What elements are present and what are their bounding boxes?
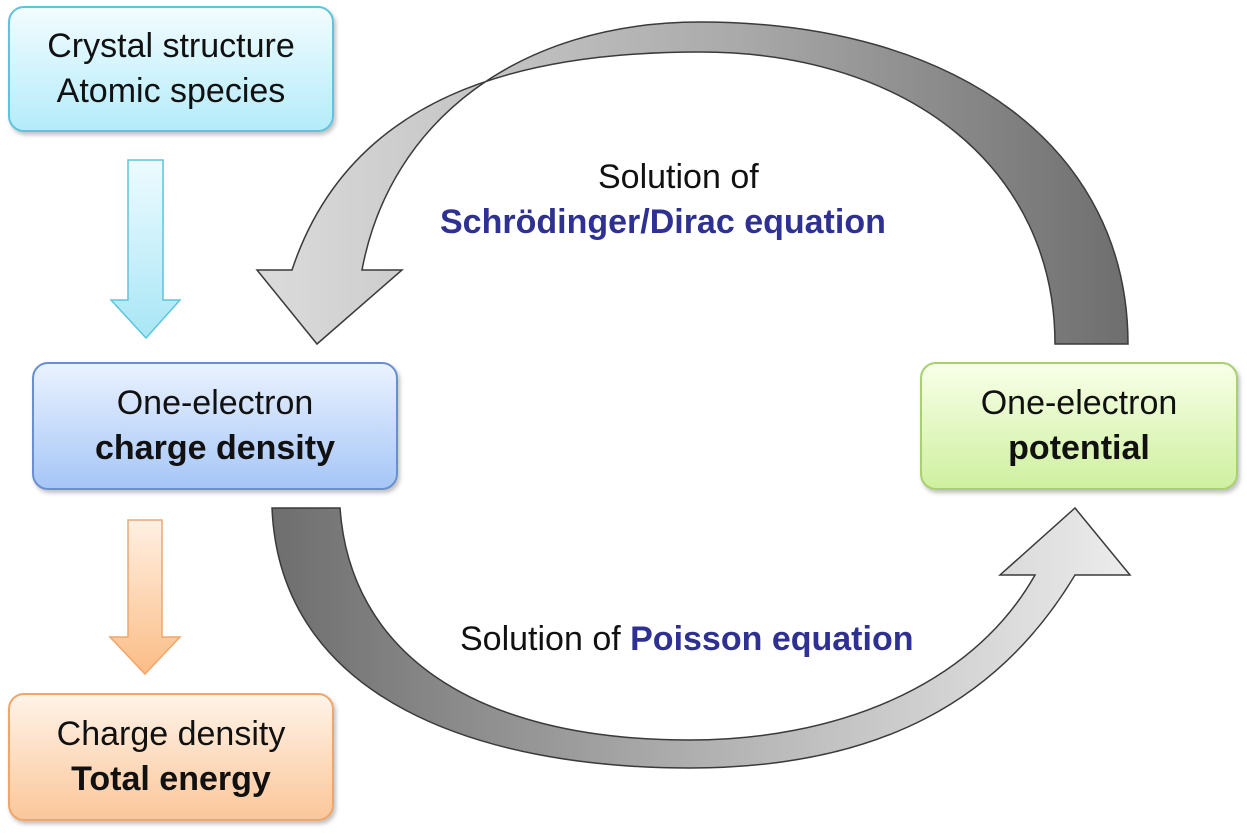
top-curved-arrow: [255, 21, 1129, 346]
bottom-arrow-equation-text: Poisson equation: [630, 620, 914, 658]
bottom-arrow-label: Solution of Poisson equation: [460, 617, 913, 661]
top-arrow-equation-text: Schrödinger/Dirac equation: [440, 203, 886, 241]
input-box: Crystal structure Atomic species: [8, 6, 334, 132]
input-box-line2: Atomic species: [56, 72, 286, 110]
potential-box-line1: One-electron: [980, 384, 1178, 422]
potential-box: One-electron potential: [920, 362, 1238, 490]
bottom-curved-arrow: [271, 506, 1132, 769]
charge-density-box: One-electron charge density: [32, 362, 398, 490]
output-box: Charge density Total energy: [8, 693, 334, 821]
top-arrow-label-prefix: Solution of: [598, 155, 759, 199]
top-arrow-label-equation: Schrödinger/Dirac equation: [440, 200, 886, 244]
output-box-line1: Charge density: [56, 715, 286, 753]
output-down-arrow: [108, 519, 182, 676]
charge-density-box-line1: One-electron: [116, 384, 314, 422]
potential-box-line2: potential: [1008, 429, 1150, 467]
bottom-arrow-label-prefix-text: Solution of: [460, 620, 621, 658]
output-box-line2: Total energy: [71, 760, 271, 798]
input-box-line1: Crystal structure: [47, 27, 295, 65]
top-arrow-label-prefix-text: Solution of: [598, 158, 759, 196]
charge-density-box-line2: charge density: [95, 429, 335, 467]
input-down-arrow: [109, 159, 182, 340]
